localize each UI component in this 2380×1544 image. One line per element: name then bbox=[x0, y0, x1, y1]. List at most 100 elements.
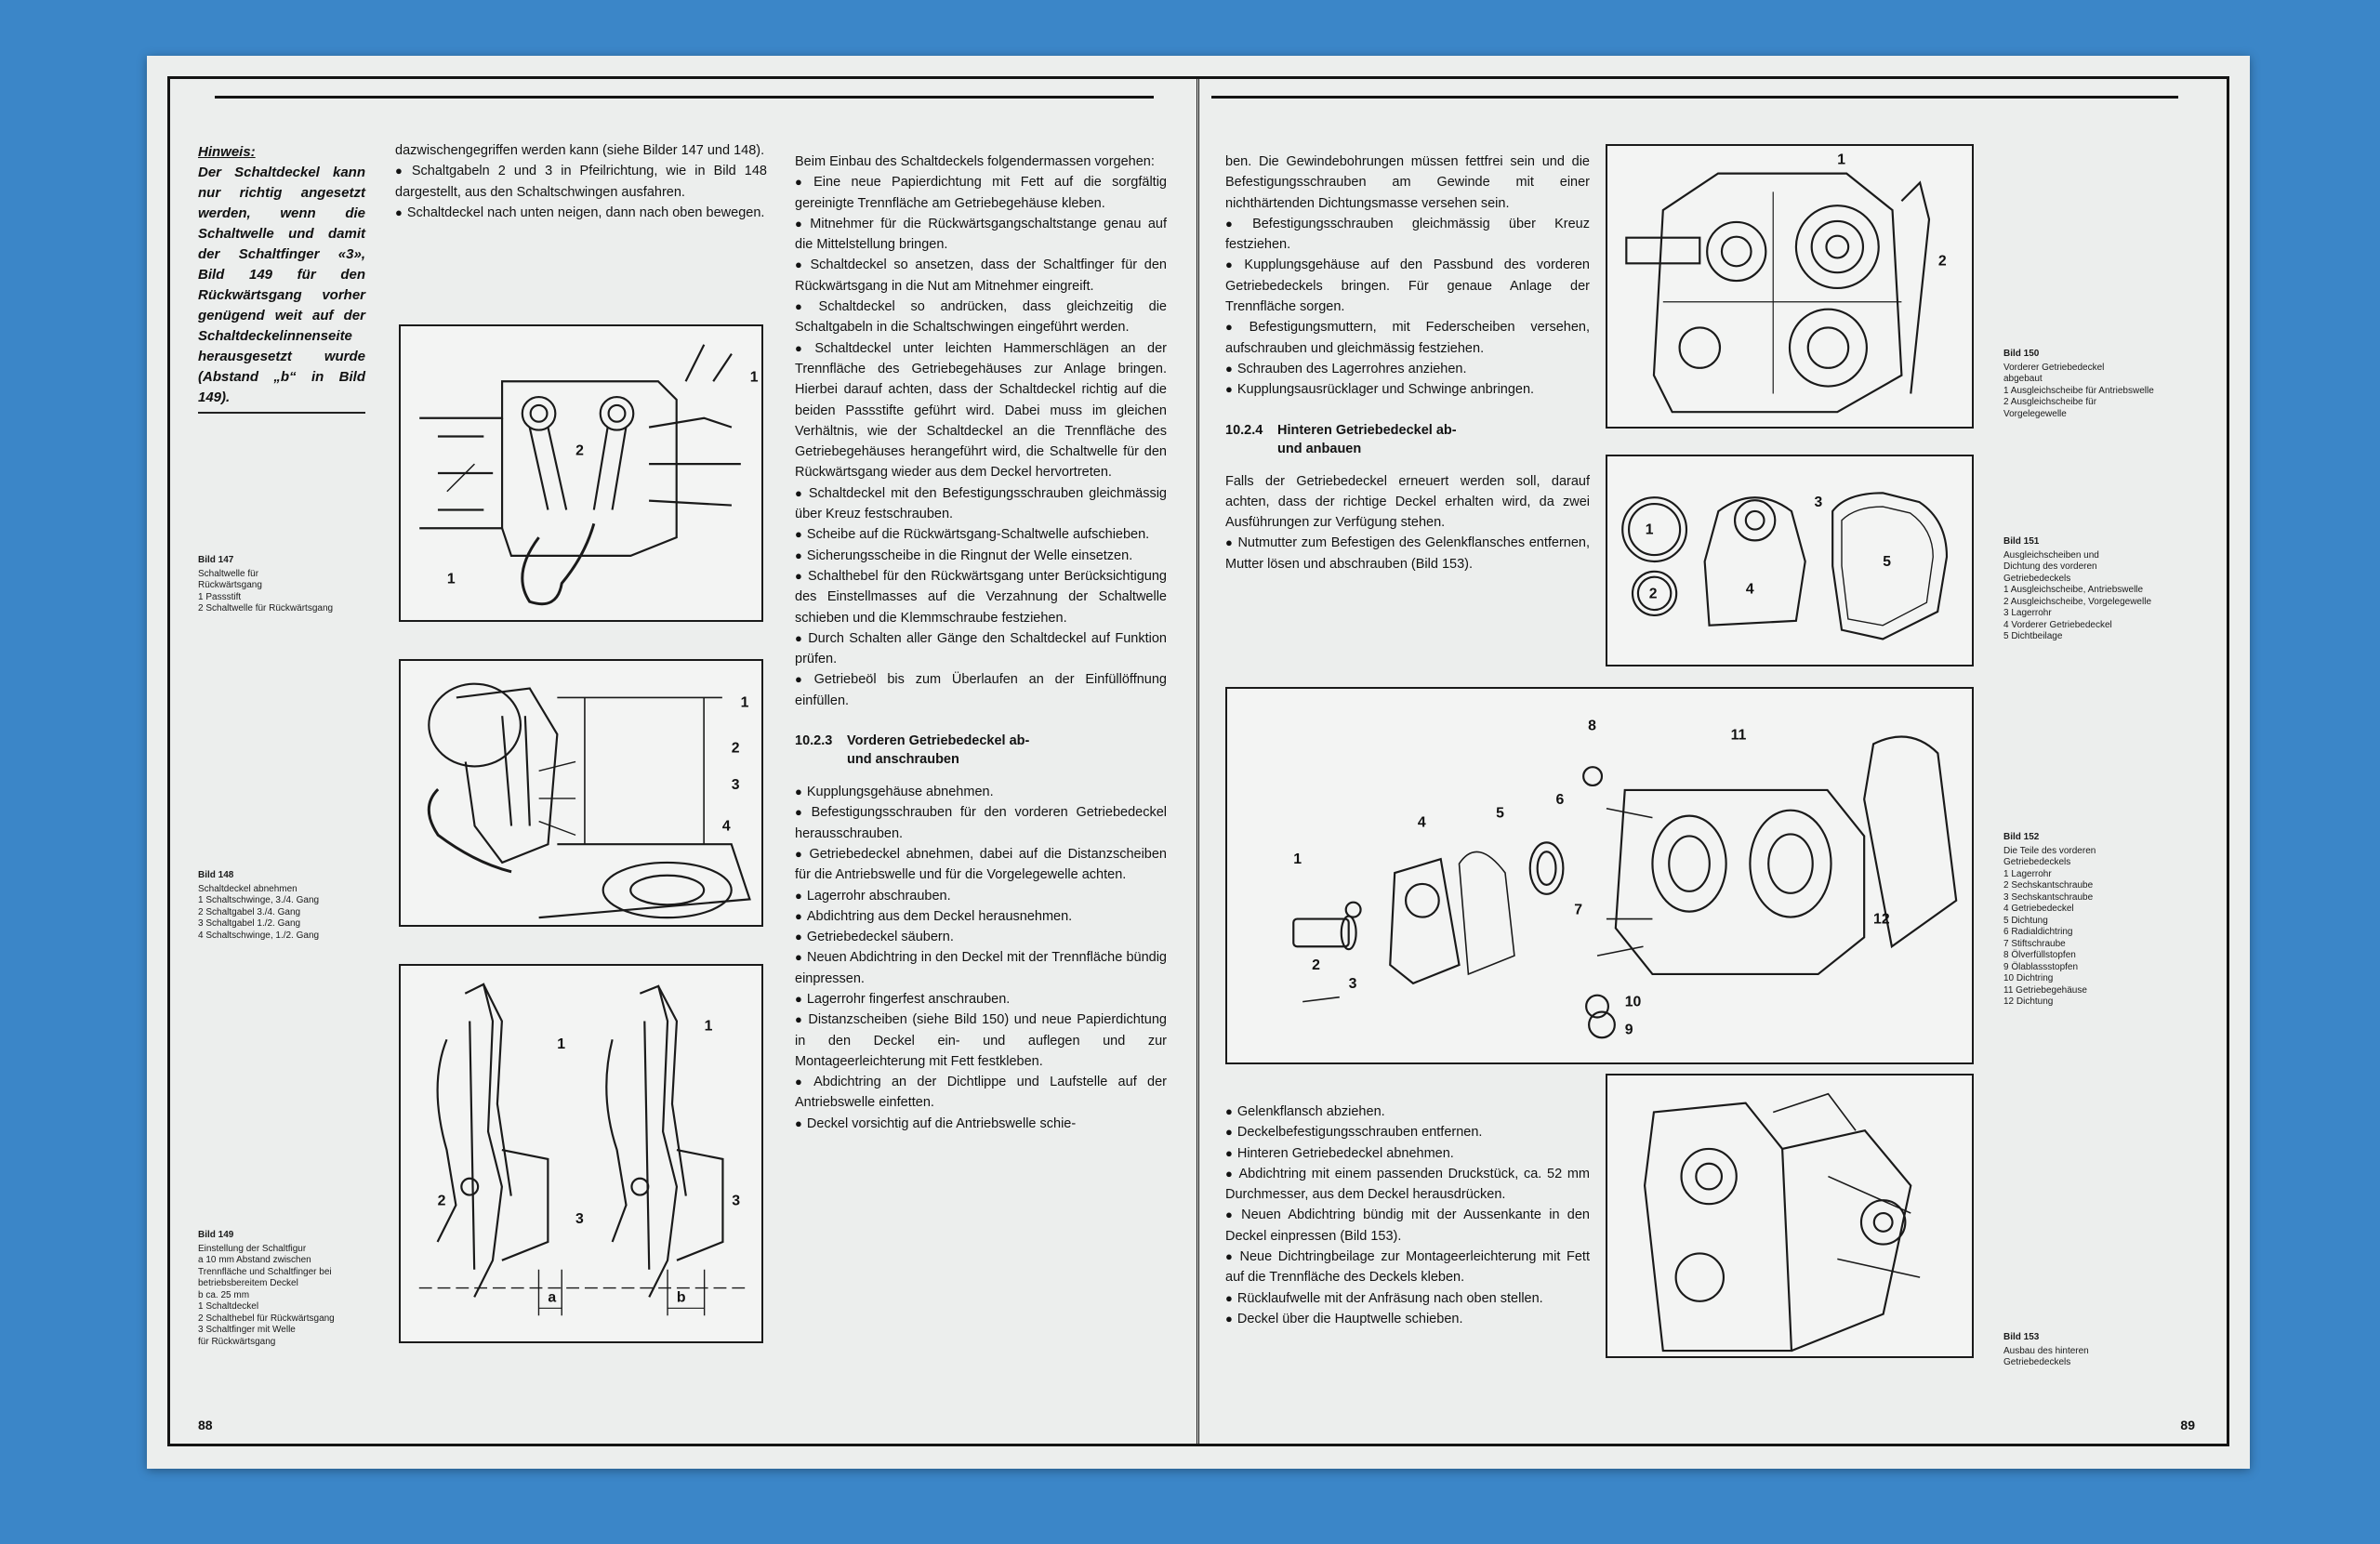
caption-title: Bild 150 bbox=[2003, 349, 2040, 359]
caption-line: Schaltdeckel abnehmen bbox=[198, 883, 298, 894]
caption-title: Bild 147 bbox=[198, 555, 234, 565]
caption-line: 1 Ausgleichscheibe, Antriebswelle bbox=[2003, 585, 2144, 595]
bullet-step: Hinteren Getriebedeckel abnehmen. bbox=[1225, 1143, 1590, 1164]
bullet-step: Distanzscheiben (siehe Bild 150) und neu… bbox=[795, 1010, 1167, 1072]
manual-page-scan: Hinweis: Der Schaltdeckel kann nur richt… bbox=[147, 56, 2250, 1469]
figure-callout-label: 11 bbox=[1731, 727, 1747, 743]
figure-callout-label: 8 bbox=[1588, 719, 1596, 734]
page-number-right: 89 bbox=[2180, 1418, 2195, 1432]
bullet-step: Lagerrohr abschrauben. bbox=[795, 886, 1167, 906]
bullet-step: Getriebeöl bis zum Überlaufen an der Ein… bbox=[795, 669, 1167, 711]
left-page: Hinweis: Der Schaltdeckel kann nur richt… bbox=[170, 79, 1197, 1444]
bullet-step: Durch Schalten aller Gänge den Schaltdec… bbox=[795, 628, 1167, 670]
caption-line: 2 Sechskantschraube bbox=[2003, 880, 2094, 891]
figure-callout-label: 2 bbox=[575, 442, 584, 458]
caption-line: 1 Ausgleichscheibe für Antriebswelle bbox=[2003, 385, 2154, 396]
bullet-step: Scheibe auf die Rückwärtsgang-Schaltwell… bbox=[795, 524, 1167, 545]
figure-callout-label: 7 bbox=[1574, 903, 1582, 918]
section-title-continued: und anbauen bbox=[1277, 441, 1362, 456]
figure-148-remove-shift-cover: 1 2 3 4 bbox=[399, 659, 763, 927]
header-rule bbox=[215, 96, 1154, 99]
caption-line: 3 Schaltfinger mit Welle bbox=[198, 1325, 296, 1335]
bullet-step: Nutmutter zum Befestigen des Gelenkflans… bbox=[1225, 533, 1590, 574]
bullet-step: Kupplungsgehäuse auf den Passbund des vo… bbox=[1225, 255, 1590, 317]
section-title: Vorderen Getriebedeckel ab- bbox=[847, 733, 1030, 749]
caption-line: b ca. 25 mm bbox=[198, 1289, 250, 1300]
section-number: 10.2.3 bbox=[795, 733, 833, 749]
header-rule bbox=[1211, 96, 2178, 99]
hint-rule bbox=[198, 412, 365, 414]
paragraph: dazwischengegriffen werden kann (siehe B… bbox=[395, 143, 765, 158]
bullet-step: Befestigungsschrauben für den vorderen G… bbox=[795, 802, 1167, 844]
caption-line: 1 Passstift bbox=[198, 591, 242, 602]
caption-line: 9 Ölablassstopfen bbox=[2003, 961, 2079, 972]
bullet-step: Kupplungsausrücklager und Schwinge anbri… bbox=[1225, 379, 1590, 400]
hint-box: Hinweis: Der Schaltdeckel kann nur richt… bbox=[198, 142, 365, 408]
caption-line: Einstellung der Schaltfigur bbox=[198, 1243, 307, 1254]
caption-title: Bild 149 bbox=[198, 1230, 234, 1240]
hint-label: Hinweis: bbox=[198, 144, 256, 160]
figure-callout-label: 1 bbox=[1837, 152, 1845, 168]
caption-line: 1 Schaltdeckel bbox=[198, 1301, 259, 1312]
caption-title: Bild 152 bbox=[2003, 832, 2040, 842]
caption-line: 2 Ausgleichscheibe, Vorgelegewelle bbox=[2003, 596, 2151, 607]
figure-callout-label: 5 bbox=[1496, 806, 1504, 822]
caption-line: 11 Getriebegehäuse bbox=[2003, 984, 2087, 996]
caption-title: Bild 151 bbox=[2003, 536, 2040, 547]
caption-line: Trennfläche und Schaltfinger bei bbox=[198, 1266, 332, 1277]
figure-callout-label: 4 bbox=[1418, 815, 1426, 831]
caption-line: für Rückwärtsgang bbox=[198, 1336, 276, 1347]
bullet-step: Mitnehmer für die Rückwärtsgangschaltsta… bbox=[795, 214, 1167, 256]
figure-callout-label: 1 bbox=[741, 694, 749, 710]
section-number: 10.2.4 bbox=[1225, 422, 1263, 438]
bullet-step: Deckel vorsichtig auf die Antriebswelle … bbox=[795, 1114, 1167, 1134]
bullet-step: Schalthebel für den Rückwärtsgang unter … bbox=[795, 566, 1167, 628]
caption-line: 2 Schaltwelle für Rückwärtsgang bbox=[198, 603, 334, 614]
bullet-step: Sicherungsscheibe in die Ringnut der Wel… bbox=[795, 546, 1167, 566]
caption-line: Getriebedeckels bbox=[2003, 1357, 2071, 1367]
caption-line: 4 Vorderer Getriebedeckel bbox=[2003, 619, 2112, 630]
figure-callout-label: b bbox=[677, 1289, 686, 1305]
caption-line: 2 Schaltgabel 3./4. Gang bbox=[198, 906, 301, 917]
caption-line: 5 Dichtbeilage bbox=[2003, 631, 2063, 641]
page-number-left: 88 bbox=[198, 1418, 213, 1432]
figure-callout-label: 3 bbox=[732, 777, 740, 793]
section-title: Hinteren Getriebedeckel ab- bbox=[1277, 422, 1457, 438]
paragraph: Beim Einbau des Schaltdeckels folgenderm… bbox=[795, 154, 1155, 169]
caption-line: 8 Ölverfüllstopfen bbox=[2003, 950, 2076, 960]
bullet-step: Schaltdeckel mit den Befestigungsschraub… bbox=[795, 483, 1167, 525]
caption-line: Getriebedeckels bbox=[2003, 857, 2071, 867]
caption-line: Vorgelegewelle bbox=[2003, 408, 2067, 419]
figure-callout-label: 4 bbox=[722, 818, 731, 834]
figure-callout-label: 1 bbox=[750, 369, 759, 385]
figure-callout-label: 6 bbox=[1555, 792, 1564, 808]
caption-line: 6 Radialdichtring bbox=[2003, 927, 2073, 937]
bullet-step: Abdichtring an der Dichtlippe und Laufst… bbox=[795, 1072, 1167, 1114]
bullet-step: Schaltgabeln 2 und 3 in Pfeilrichtung, w… bbox=[395, 161, 767, 203]
book-spread: Hinweis: Der Schaltdeckel kann nur richt… bbox=[167, 76, 2229, 1446]
bullet-step: Schaltdeckel so andrücken, dass gleichze… bbox=[795, 297, 1167, 338]
caption-line: 3 Schaltgabel 1./2. Gang bbox=[198, 918, 301, 929]
figure-callout-label: 12 bbox=[1873, 911, 1890, 927]
caption-line: a 10 mm Abstand zwischen bbox=[198, 1255, 311, 1265]
left-text-column-1: dazwischengegriffen werden kann (siehe B… bbox=[395, 140, 767, 223]
figure-callout-label: a bbox=[548, 1289, 556, 1305]
figure-callout-label: 2 bbox=[732, 741, 740, 757]
bullet-step: Schaltdeckel so ansetzen, dass der Schal… bbox=[795, 255, 1167, 297]
figure-callout-label: 5 bbox=[1883, 554, 1891, 570]
caption-line: 4 Schaltschwinge, 1./2. Gang bbox=[198, 930, 320, 941]
figure-callout-label: 1 bbox=[557, 1036, 565, 1052]
paragraph: Falls der Getriebedeckel erneuert werden… bbox=[1225, 473, 1590, 531]
section-heading: 10.2.4 Hinteren Getriebedeckel ab-und anb… bbox=[1225, 421, 1590, 458]
caption-line: 7 Stiftschraube bbox=[2003, 938, 2066, 949]
caption-line: 10 Dichtring bbox=[2003, 973, 2054, 983]
